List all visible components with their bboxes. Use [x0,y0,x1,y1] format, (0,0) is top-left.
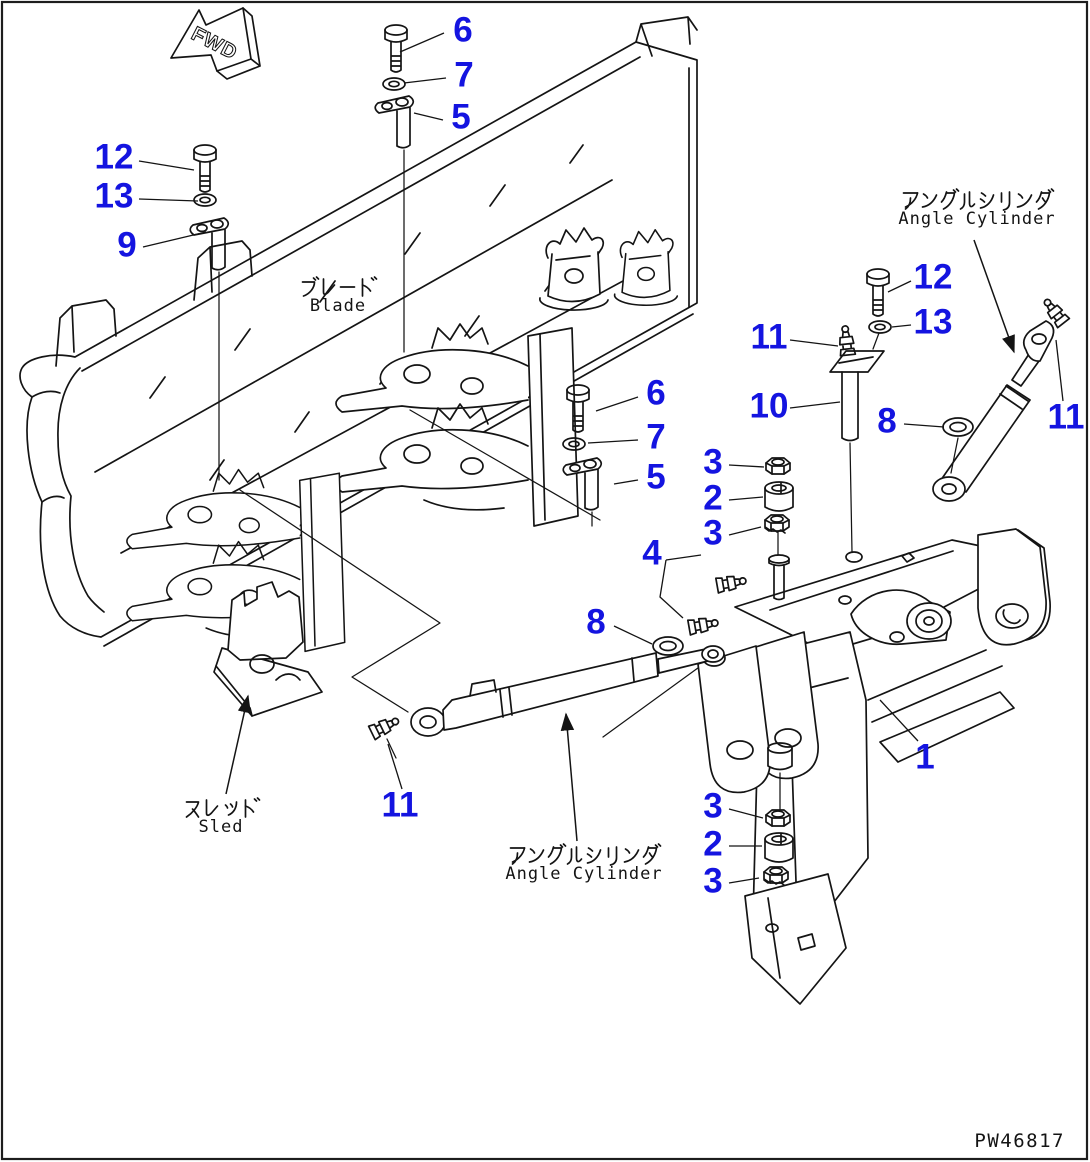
angle-cylinder-upper-drawing [932,320,1055,502]
callout-6: 6 [646,373,666,413]
callout-7: 7 [646,417,666,457]
callout-3: 3 [703,442,723,482]
callout-12: 12 [913,257,953,297]
callout-3: 3 [703,513,723,553]
svg-text:Blade: Blade [310,296,366,316]
callout-2: 2 [703,478,723,518]
callout-11: 11 [381,785,419,825]
callout-8: 8 [877,401,897,441]
callout-leader-lines [138,32,1064,884]
callout-9: 9 [117,225,137,265]
callout-3: 3 [703,861,723,901]
callout-6: 6 [453,10,473,50]
callout-11: 11 [1047,397,1085,437]
callout-10: 10 [749,386,789,426]
callout-5: 5 [451,97,471,137]
svg-text:Angle Cylinder: Angle Cylinder [505,864,662,884]
callout-3: 3 [703,786,723,826]
callout-8: 8 [586,602,606,642]
fastener-parts [189,24,1071,885]
annotation-blade: Blade [301,276,378,316]
callout-1: 1 [915,737,935,777]
relation-lines [239,409,714,738]
frame-drawing [697,528,1051,1005]
annotation-angle-cylinder-lower: Angle Cylinder [505,712,662,884]
callout-12: 12 [94,137,134,177]
callout-13: 13 [94,176,134,216]
annotation-sled: Sled [185,694,261,837]
pin-under-nut-stack [768,554,790,601]
svg-text:Sled: Sled [199,817,244,837]
callout-11: 11 [750,317,788,357]
svg-text:Angle Cylinder: Angle Cylinder [898,209,1055,229]
callout-5: 5 [646,457,666,497]
callout-7: 7 [454,55,474,95]
annotation-angle-cylinder-upper: Angle Cylinder [898,188,1055,354]
drawing-number: PW46817 [974,1130,1065,1152]
callout-2: 2 [703,824,723,864]
angle-cylinder-lower-drawing [410,645,725,737]
callout-4: 4 [642,533,662,573]
callout-13: 13 [913,302,953,342]
